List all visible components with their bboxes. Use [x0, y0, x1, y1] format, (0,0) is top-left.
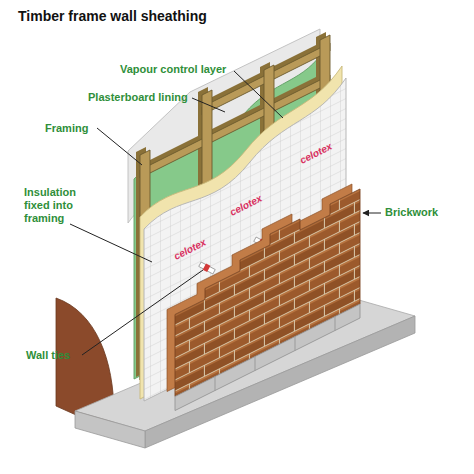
- leader-lines: [70, 71, 381, 355]
- callout-label: Brickwork: [385, 206, 438, 219]
- brick-wall: [175, 189, 360, 397]
- leader-line: [192, 98, 225, 112]
- brand-print: celotex: [298, 141, 334, 167]
- tie-clip: [203, 264, 211, 273]
- leader-line: [82, 270, 203, 355]
- slab-end: [75, 411, 145, 448]
- brand-print: celotex: [228, 193, 264, 219]
- diagram-title: Timber frame wall sheathing: [18, 8, 207, 25]
- blockwork-course: [175, 304, 360, 411]
- brand-print: celotex: [172, 237, 208, 263]
- callout-label: Plasterboard lining: [88, 91, 188, 104]
- leader-line: [97, 128, 142, 165]
- callout-label: Insulation fixed into framing: [24, 186, 94, 226]
- brickwork: [175, 189, 360, 411]
- block-joints: [215, 317, 335, 391]
- callout-label: Framing: [45, 122, 88, 135]
- leader-arrow: [363, 213, 381, 214]
- leader-line: [234, 71, 283, 118]
- callout-label: Vapour control layer: [120, 63, 226, 76]
- callout-label: Wall ties: [26, 349, 70, 362]
- wall-tie: [198, 261, 215, 275]
- leader-line: [70, 224, 152, 262]
- tie-body: [199, 262, 215, 274]
